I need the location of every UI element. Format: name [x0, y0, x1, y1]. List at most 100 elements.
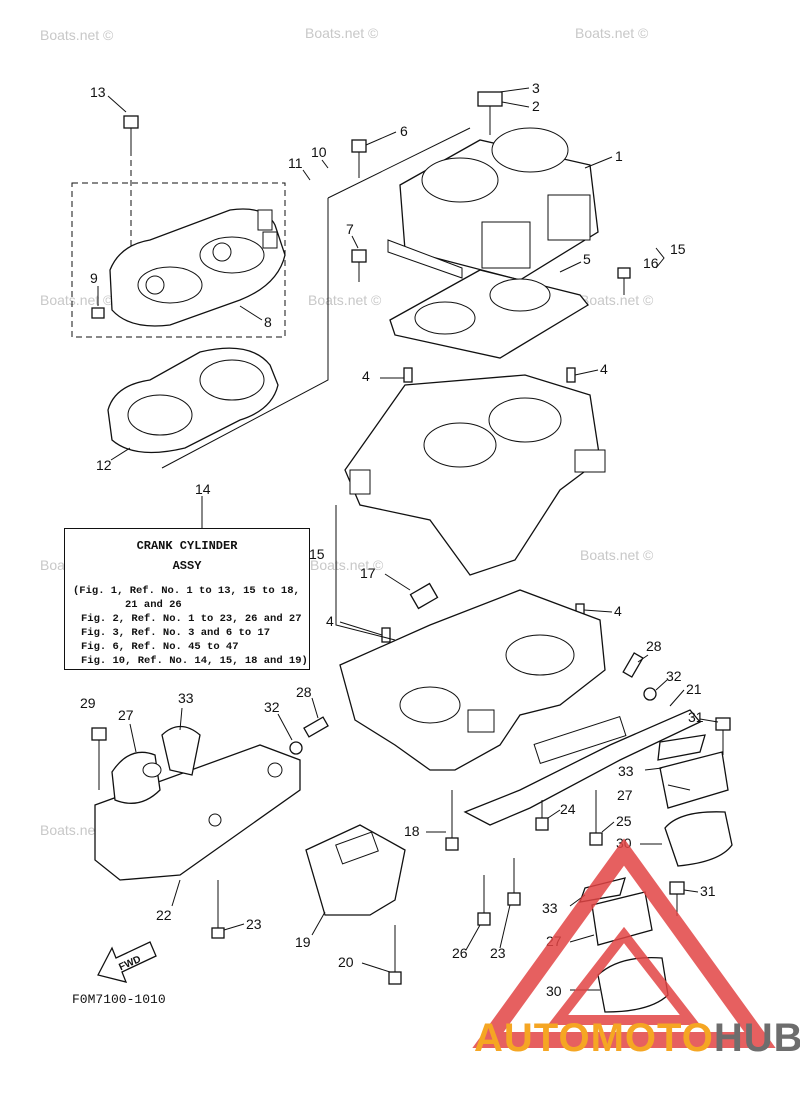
cylinder-part [387, 127, 599, 281]
stud-28 [303, 716, 329, 738]
callout-2: 2 [532, 98, 540, 114]
bolt-23 [211, 880, 225, 939]
watermark: Boats.net © [310, 557, 384, 573]
dowel-pin-4 [403, 367, 413, 383]
watermark: Boats.net © [40, 27, 114, 43]
callout-16: 16 [643, 255, 659, 271]
ref-15-outline [655, 247, 665, 269]
bolt-23 [507, 858, 521, 906]
callout-18: 18 [404, 823, 420, 839]
callout-6: 6 [400, 123, 408, 139]
callout-4: 4 [326, 613, 334, 629]
callout-28: 28 [646, 638, 662, 654]
brand-part-1: AUTOMOTO [474, 1016, 714, 1060]
dowel-pin-4 [566, 367, 576, 383]
note-line: (Fig. 1, Ref. No. 1 to 13, 15 to 18, [73, 585, 300, 597]
callout-25: 25 [616, 813, 632, 829]
bolt-24 [535, 800, 549, 831]
group-outline [327, 127, 471, 199]
callout-22: 22 [156, 907, 172, 923]
engine-bracket-22 [94, 744, 301, 881]
cylinder-head-part [109, 208, 286, 327]
bolt-29 [91, 727, 107, 790]
callout-17: 17 [360, 565, 376, 581]
watermark: Boats.net © [40, 292, 114, 308]
crankcase-upper-part [344, 374, 606, 576]
note-line: Fig. 3, Ref. No. 3 and 6 to 17 [81, 627, 271, 639]
callout-8: 8 [264, 314, 272, 330]
note-line: 21 and 26 [125, 599, 182, 611]
callout-9: 9 [90, 270, 98, 286]
bolt-9 [91, 307, 105, 319]
bolt-6 [351, 139, 367, 178]
group-outline [161, 198, 329, 469]
cylinder-head-dashed-outline [71, 182, 286, 338]
engine-mount-27 [111, 751, 162, 804]
brand-part-2: HUB [713, 1016, 800, 1060]
crankcase-lower-part [339, 589, 606, 771]
note-line: Fig. 2, Ref. No. 1 to 23, 26 and 27 [81, 613, 302, 625]
washer-32 [289, 741, 303, 755]
callout-7: 7 [346, 221, 354, 237]
watermark: Boats.net © [308, 292, 382, 308]
callout-31: 31 [700, 883, 716, 899]
watermark: Boats.net © [580, 292, 654, 308]
callout-4: 4 [362, 368, 370, 384]
watermark: Boats.net © [305, 25, 379, 41]
spacer-33 [161, 725, 201, 776]
callout-31: 31 [688, 709, 704, 725]
bolt-31 [715, 717, 731, 755]
callout-19: 19 [295, 934, 311, 950]
callout-21: 21 [686, 681, 702, 697]
brand-logo-triangle [472, 838, 776, 1048]
callout-12: 12 [96, 457, 112, 473]
bolt-13 [123, 115, 139, 250]
note-title: CRANK CYLINDER [136, 539, 238, 553]
figure-code: F0M7100-1010 [72, 992, 166, 1007]
callout-11: 11 [288, 155, 303, 171]
callout-29: 29 [80, 695, 96, 711]
callout-26: 26 [452, 945, 468, 961]
callout-4: 4 [614, 603, 622, 619]
engine-bracket-21 [463, 709, 702, 826]
note-line: Fig. 10, Ref. No. 14, 15, 18 and 19) [81, 655, 308, 667]
callout-10: 10 [311, 144, 327, 160]
callout-15: 15 [309, 546, 325, 562]
callout-32: 32 [264, 699, 280, 715]
callout-13: 13 [90, 84, 106, 100]
callout-28: 28 [296, 684, 312, 700]
callout-20: 20 [338, 954, 354, 970]
callout-27: 27 [617, 787, 633, 803]
callout-14: 14 [195, 481, 211, 497]
bolt-31 [669, 881, 685, 916]
fwd-arrow: FWD [97, 941, 157, 983]
engine-mount-assembly-right [657, 734, 733, 867]
watermark: Boats.net © [575, 25, 649, 41]
engine-mount-19 [305, 824, 406, 916]
bushing-17 [409, 582, 439, 610]
callout-1: 1 [615, 148, 623, 164]
bolt-18 [445, 790, 459, 851]
ref-15-outline [335, 505, 396, 641]
bracket-2 [477, 91, 503, 135]
watermark: Boats.net © [580, 547, 654, 563]
callout-23: 23 [490, 945, 506, 961]
bolt-25 [589, 790, 603, 846]
callout-30: 30 [546, 983, 562, 999]
cylinder-gasket-part [389, 269, 589, 359]
callout-15: 15 [670, 241, 686, 257]
callout-3: 3 [532, 80, 540, 96]
bolt-26 [477, 875, 491, 926]
head-gasket-part [107, 347, 279, 454]
callout-5: 5 [583, 251, 591, 267]
note-subtitle: ASSY [172, 559, 202, 573]
bolt-7 [351, 249, 367, 282]
leader-lines [97, 87, 719, 991]
plug-16 [617, 267, 631, 295]
callout-4: 4 [600, 361, 608, 377]
assembly-note-box: CRANK CYLINDER ASSY (Fig. 1, Ref. No. 1 … [64, 528, 310, 670]
dowel-pin-4 [381, 627, 391, 643]
washer-32 [643, 687, 657, 701]
callout-33: 33 [178, 690, 194, 706]
